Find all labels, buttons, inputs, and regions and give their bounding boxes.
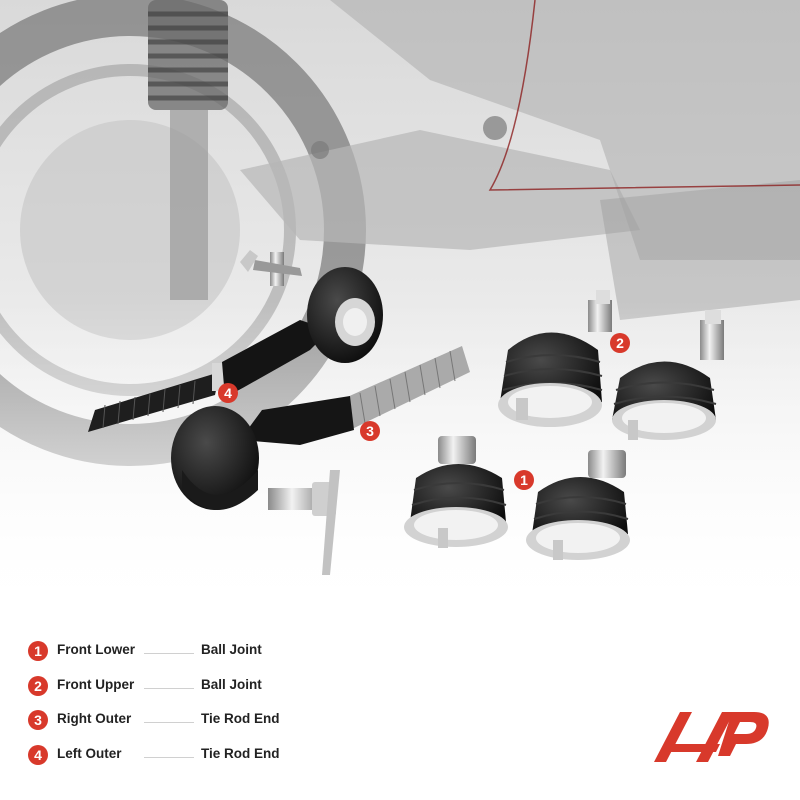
legend-row: 3 Right Outer Tie Rod End — [28, 709, 328, 744]
legend-divider — [144, 756, 194, 758]
brand-logo-icon — [654, 712, 769, 762]
ball-joint-upper-b — [612, 310, 724, 440]
legend-number-badge: 4 — [28, 744, 48, 765]
legend-part-name: Ball Joint — [201, 642, 262, 657]
callout-label-1: 1 — [520, 472, 528, 488]
legend-divider — [144, 722, 194, 723]
legend-part-name: Tie Rod End — [201, 745, 280, 761]
legend-position: Left Outer — [57, 745, 122, 761]
legend-part-name: Tie Rod End — [201, 711, 280, 726]
legend-number-badge: 1 — [28, 641, 48, 661]
ball-joint-lower-a — [404, 436, 508, 548]
legend-part-name: Ball Joint — [201, 676, 262, 692]
background-suspension — [0, 0, 800, 620]
legend-position: Front Upper — [57, 676, 135, 692]
tie-rod-end-right-outer — [171, 346, 470, 575]
legend-number-badge: 3 — [28, 710, 48, 730]
legend-divider — [144, 687, 194, 689]
callout-badge-1: 1 — [514, 470, 534, 490]
callout-label-2: 2 — [616, 335, 624, 351]
ball-joint-lower-b — [526, 450, 630, 560]
product-scene: 1 2 3 4 — [0, 0, 800, 620]
callout-label-4: 4 — [224, 385, 232, 401]
legend-position: Front Lower — [57, 642, 135, 657]
callout-badge-2: 2 — [610, 333, 630, 353]
legend-position: Right Outer — [57, 711, 132, 726]
ball-joint-upper-a — [498, 290, 612, 427]
legend-row: 1 Front Lower Ball Joint — [28, 640, 328, 675]
callout-label-3: 3 — [366, 423, 374, 439]
callout-badge-3: 3 — [360, 421, 380, 441]
legend-divider — [144, 653, 194, 654]
legend-row: 4 Left Outer Tie Rod End — [28, 744, 328, 779]
legend-number-badge: 2 — [28, 675, 48, 696]
legend-row: 2 Front Upper Ball Joint — [28, 675, 328, 710]
callout-badge-4: 4 — [218, 383, 238, 403]
parts-legend: 1 Front Lower Ball Joint 2 Front Upper B… — [28, 640, 328, 778]
tie-rod-end-left-outer — [88, 250, 383, 432]
